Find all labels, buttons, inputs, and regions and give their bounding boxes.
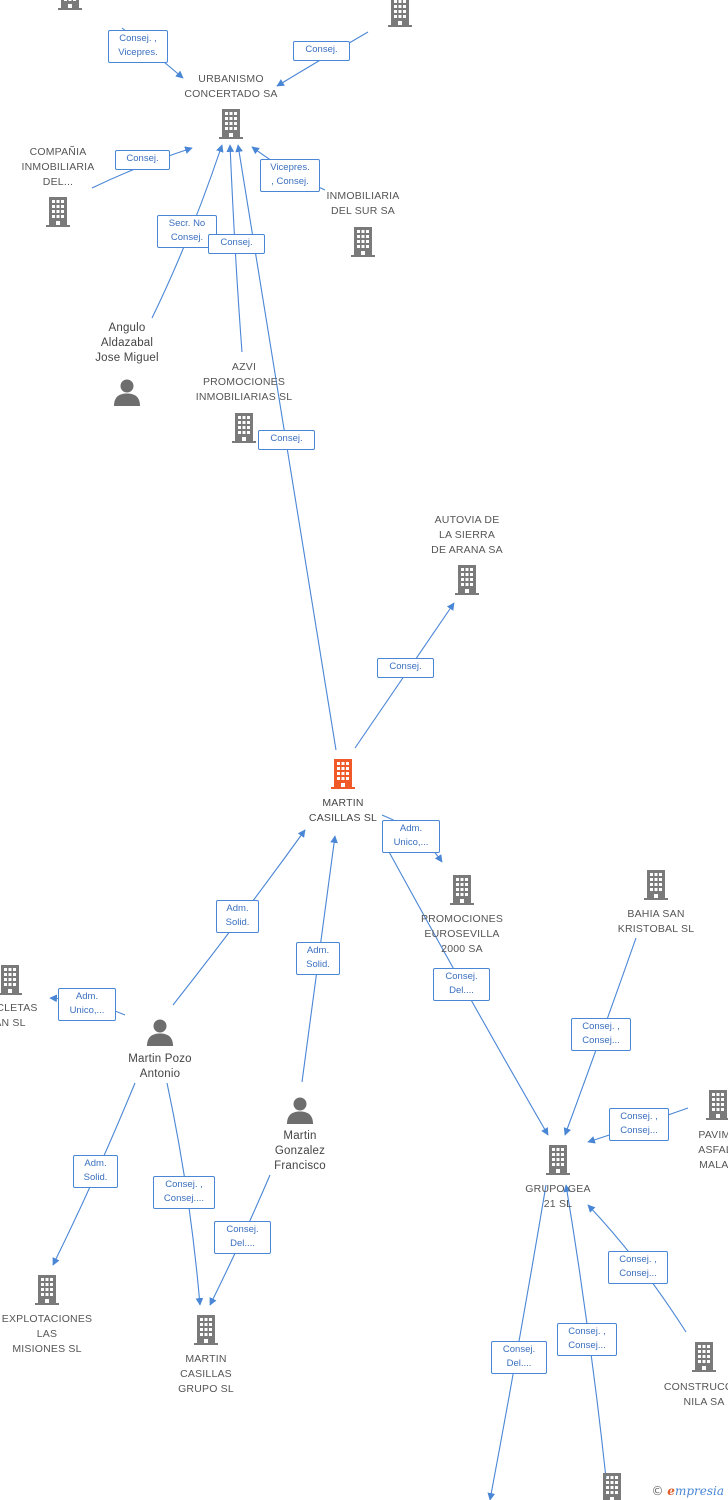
node-icon-bicicletas-building-icon[interactable] [0,965,22,995]
edge-azvi-to-urbanismo [226,144,243,353]
node-icon-gea-building-icon[interactable] [546,1145,570,1175]
brand-name: mpresia [674,1484,724,1498]
node-label-construcciones[interactable]: CONSTRUCCIO NILA SA [663,1381,728,1408]
node-icon-azvi-building-icon[interactable] [232,413,256,443]
node-icon-urbanismo-building-icon[interactable] [219,109,243,139]
node-icon-bottom_right-building-icon[interactable] [600,1473,624,1500]
node-label-bicicletas[interactable]: ICICLETAS AN SL [0,1002,38,1029]
edge-label-compania-to-urbanismo[interactable]: Consej. [115,150,170,170]
node-icon-construcciones-building-icon[interactable] [692,1342,716,1372]
copyright-symbol: © [651,1484,664,1498]
node-icon-mc_grupo-building-icon[interactable] [194,1315,218,1345]
node-label-explotaciones[interactable]: EXPLOTACIONES LAS MISIONES SL [1,1313,93,1355]
empresia-watermark[interactable]: © empresia [651,1484,724,1498]
edge-label-construcciones-to-gea[interactable]: Consej. , Consej... [608,1251,668,1284]
edge-label-gea-to-bottom_left_out[interactable]: Consej. Del.... [491,1341,547,1374]
edge-label-pozo-to-martin_casillas[interactable]: Adm. Solid. [216,900,259,933]
node-label-compania[interactable]: COMPAÑIA INMOBILIARIA DEL... [21,146,95,188]
node-label-gonzalez[interactable]: Martin Gonzalez Francisco [274,1130,326,1172]
node-icon-compania-building-icon[interactable] [46,197,70,227]
node-icon-gonzalez-person-icon[interactable] [287,1097,313,1125]
edge-label-martin_casillas-to-urbanismo[interactable]: Consej. [258,430,315,450]
node-label-azvi[interactable]: AZVI PROMOCIONES INMOBILIARIAS SL [195,361,293,403]
edge-label-pozo-to-mc_grupo[interactable]: Consej. , Consej.... [153,1176,215,1209]
node-icon-top_left-building-icon[interactable] [58,0,82,10]
edge-label-martin_casillas-to-gea[interactable]: Consej. Del.... [433,968,490,1001]
node-icon-inmsur-building-icon[interactable] [351,227,375,257]
node-icon-martin_casillas-building-icon[interactable] [331,759,355,789]
node-label-mc_grupo[interactable]: MARTIN CASILLAS GRUPO SL [178,1353,234,1395]
node-label-pavimentos[interactable]: PAVIME ASFALT MALAG [698,1129,728,1171]
node-icon-bahia-building-icon[interactable] [644,870,668,900]
edge-label-gonzalez-to-mc_grupo[interactable]: Consej. Del.... [214,1221,271,1254]
edge-label-top_right-to-urbanismo[interactable]: Consej. [293,41,350,61]
edge-label-pozo-to-bicicletas[interactable]: Adm. Unico,... [58,988,116,1021]
node-label-promociones[interactable]: PROMOCIONES EUROSEVILLA 2000 SA [420,913,504,955]
node-icon-pozo-person-icon[interactable] [147,1019,173,1047]
edge-label-pavimentos-to-gea[interactable]: Consej. , Consej... [609,1108,669,1141]
node-label-pozo[interactable]: Martin Pozo Antonio [128,1053,192,1080]
edge-label-martin_casillas-to-autovia[interactable]: Consej. [377,658,434,678]
edge-label-top_left-to-urbanismo[interactable]: Consej. , Vicepres. [108,30,168,63]
edge-label-inmsur-to-urbanismo[interactable]: Vicepres. , Consej. [260,159,320,192]
edge-label-angulo-to-urbanismo[interactable]: Secr. No Consej. [157,215,217,248]
edge-label-azvi-to-urbanismo[interactable]: Consej. [208,234,265,254]
node-label-autovia[interactable]: AUTOVIA DE LA SIERRA DE ARANA SA [431,514,503,556]
edge-label-bahia-to-gea[interactable]: Consej. , Consej... [571,1018,631,1051]
node-label-angulo[interactable]: Angulo Aldazabal Jose Miguel [95,322,159,364]
node-icon-autovia-building-icon[interactable] [455,565,479,595]
node-label-urbanismo[interactable]: URBANISMO CONCERTADO SA [184,73,278,100]
edge-martin_casillas-to-urbanismo [235,144,337,751]
node-icon-promociones-building-icon[interactable] [450,875,474,905]
node-icon-pavimentos-building-icon[interactable] [706,1090,728,1120]
edge-label-bottom_right-to-gea[interactable]: Consej. , Consej... [557,1323,617,1356]
node-label-inmsur[interactable]: INMOBILIARIA DEL SUR SA [326,190,400,217]
brand-initial: e [667,1484,675,1498]
edge-label-martin_casillas-to-promociones[interactable]: Adm. Unico,... [382,820,440,853]
node-label-gea[interactable]: GRUPO GEA 21 SL [525,1183,591,1210]
node-label-martin_casillas[interactable]: MARTIN CASILLAS SL [308,797,378,824]
node-icon-top_right-building-icon[interactable] [388,0,412,27]
node-icon-angulo-person-icon[interactable] [114,379,140,407]
edge-label-gonzalez-to-martin_casillas[interactable]: Adm. Solid. [296,942,340,975]
node-label-bahia[interactable]: BAHIA SAN KRISTOBAL SL [617,908,695,935]
node-icon-explotaciones-building-icon[interactable] [35,1275,59,1305]
edge-label-pozo-to-explotaciones[interactable]: Adm. Solid. [73,1155,118,1188]
